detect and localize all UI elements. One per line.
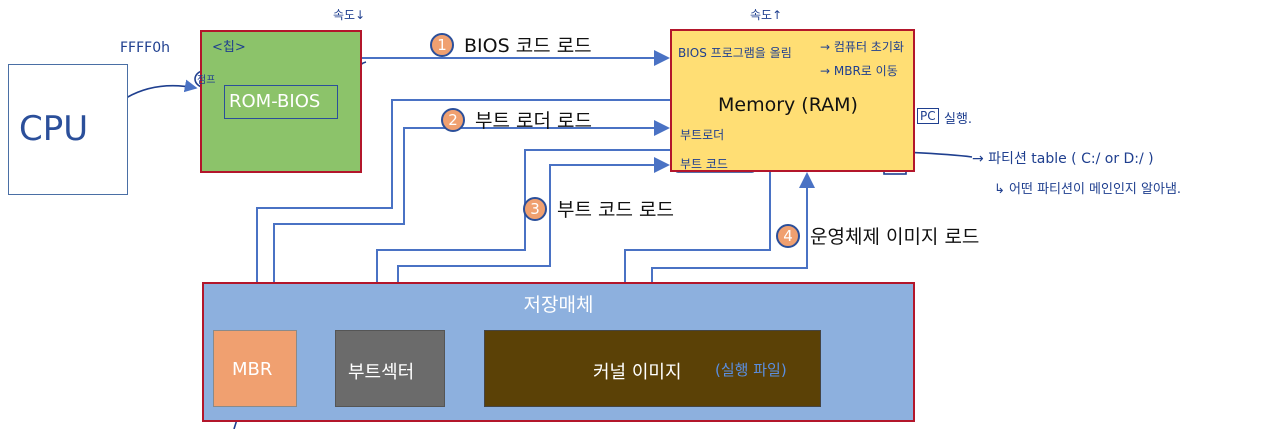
mbr-box: MBR [213,330,297,407]
kernel-box: 커널 이미지 (실행 파일) [484,330,821,407]
step-1: 1 BIOS 코드 로드 [430,31,592,58]
chip-box [200,30,362,173]
boot-sector-label: 부트섹터 [348,362,415,383]
memory-label: Memory (RAM) [718,94,858,116]
kernel-label: 커널 이미지 [593,362,682,383]
step-2-badge: 2 [441,107,465,132]
mem-bios-annotation: BIOS 프로그램을 올림 [678,46,792,60]
speed-down-annotation: 속도↓ [333,8,366,22]
step-3-badge: 3 [523,196,547,221]
arrow-step3-out [369,149,670,330]
memory-box [670,29,915,172]
init-annotation: → 컴퓨터 초기화 [820,40,904,54]
cpu-jump-stroke [125,79,198,99]
step-4-label: 운영체제 이미지 로드 [810,226,980,248]
cpu-label: CPU [19,109,89,149]
partition-note-annotation: ↳ 어떤 파티션이 메인인지 알아냄. [994,182,1182,197]
step-2-label: 부트 로더 로드 [475,110,592,132]
step-2: 2 부트 로더 로드 [441,106,592,133]
bootloader-annotation: 부트로더 [680,128,725,142]
storage-title: 저장매체 [523,294,594,316]
address-annotation: FFFF0h [120,40,170,56]
mbr-label: MBR [232,359,273,380]
rom-bios-box: ROM-BIOS [224,85,338,119]
step-3: 3 부트 코드 로드 [523,195,674,222]
cpu-box: CPU [8,64,128,195]
step-4: 4 운영체제 이미지 로드 [776,222,979,249]
step-1-label: BIOS 코드 로드 [464,35,592,57]
speed-up-annotation: 속도↑ [750,8,783,22]
chip-annotation: <칩> [212,40,246,55]
boot-sector-box: 부트섹터 [335,330,445,407]
pc-annotation: PC [917,108,939,124]
partition-annotation: → 파티션 table ( C:/ or D:/ ) [972,151,1154,167]
jump-annotation: 점프 [197,75,216,86]
bootcode-annotation: 부트 코드 [680,157,728,171]
kernel-note: (실행 파일) [715,361,787,379]
step-4-badge: 4 [776,223,800,248]
arrow-step2-out [249,99,670,330]
step-1-badge: 1 [430,32,454,57]
rom-bios-label: ROM-BIOS [229,91,321,112]
step-3-label: 부트 코드 로드 [557,199,674,221]
exec-annotation: 실행. [944,112,973,127]
mbr-move-annotation: → MBR로 이동 [820,64,898,78]
arrow-step2-in [273,120,670,330]
